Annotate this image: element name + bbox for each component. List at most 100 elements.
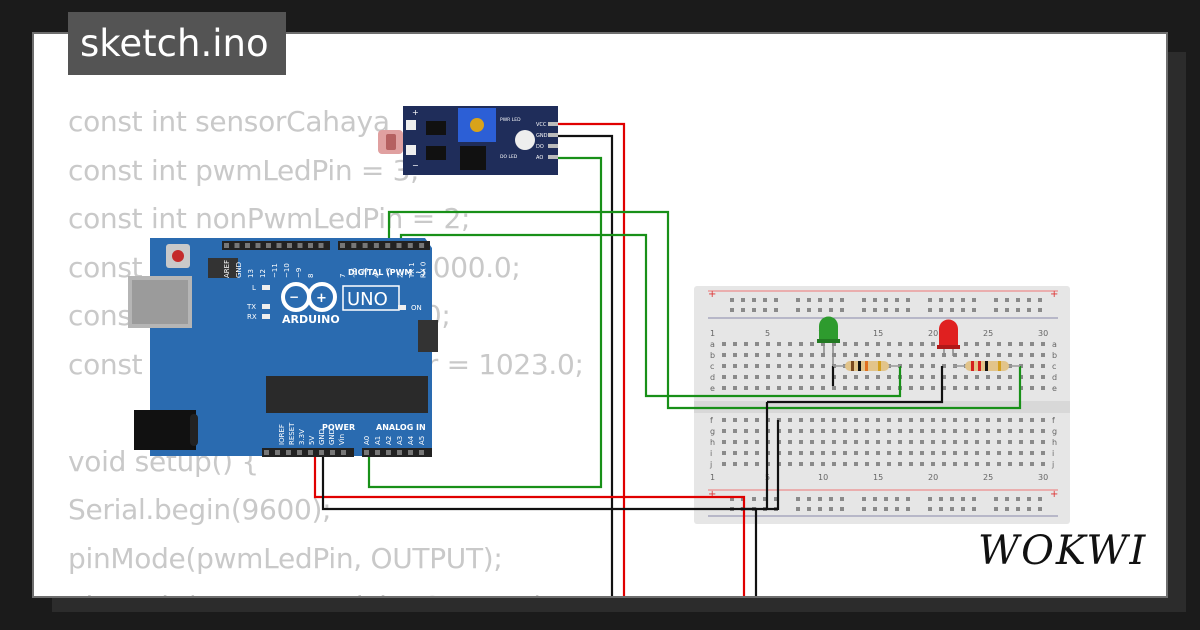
on-led-label: ON [411, 304, 422, 312]
digital-pin-label: 12 [259, 269, 267, 278]
power-pin-label: GND [328, 429, 336, 445]
header-pin[interactable] [407, 243, 413, 248]
breadboard-hole [953, 386, 957, 390]
breadboard-hole [950, 507, 954, 511]
power-label: POWER [322, 423, 355, 432]
breadboard-hole [733, 440, 737, 444]
row-letter: h [1052, 438, 1057, 447]
breadboard-hole [950, 298, 954, 302]
breadboard-hole [766, 386, 770, 390]
breadboard-hole [788, 386, 792, 390]
wire-black [321, 455, 758, 596]
wire-green [399, 233, 902, 398]
resistor[interactable] [833, 361, 900, 371]
header-pin[interactable] [234, 243, 240, 248]
breadboard-hole [777, 364, 781, 368]
header-pin[interactable] [385, 243, 391, 248]
breadboard[interactable]: + + + + 1 5 10 15 20 25 30 1 5 10 15 20 … [694, 286, 1070, 524]
header-pin[interactable] [287, 243, 292, 248]
header-pin[interactable] [419, 450, 424, 455]
header-pin[interactable] [397, 450, 402, 455]
header-pin[interactable] [375, 450, 380, 455]
breadboard-hole [733, 353, 737, 357]
breadboard-hole [909, 440, 913, 444]
breadboard-hole [895, 497, 899, 501]
header-pin[interactable] [245, 243, 250, 248]
resistor[interactable] [953, 361, 1020, 371]
breadboard-hole [909, 364, 913, 368]
header-pin[interactable] [396, 243, 402, 248]
rail-plus-label: + [708, 489, 716, 500]
header-pin[interactable] [362, 243, 368, 248]
header-pin[interactable] [264, 450, 269, 455]
breadboard-hole [1030, 418, 1034, 422]
breadboard-hole [733, 375, 737, 379]
breadboard-hole [928, 507, 932, 511]
breadboard-hole [898, 342, 902, 346]
breadboard-hole [766, 342, 770, 346]
header-pin[interactable] [408, 450, 413, 455]
digital-pin-label: 4 [374, 273, 382, 278]
breadboard-hole [821, 375, 825, 379]
header-pin[interactable] [308, 243, 313, 248]
header-pin[interactable] [297, 243, 303, 248]
column-number: 10 [818, 473, 828, 482]
green-led[interactable] [817, 316, 840, 367]
breadboard-hole [733, 342, 737, 346]
breadboard-hole [832, 451, 836, 455]
header-pin[interactable] [224, 243, 229, 248]
sketch-file-tab[interactable]: sketch.ino [68, 12, 286, 75]
breadboard-hole [953, 353, 957, 357]
header-pin[interactable] [351, 243, 357, 248]
breadboard-hole [788, 440, 792, 444]
header-pin[interactable] [340, 243, 345, 248]
breadboard-hole [986, 375, 990, 379]
header-pin[interactable] [330, 450, 335, 455]
breadboard-hole [722, 386, 726, 390]
breadboard-hole [898, 462, 902, 466]
analog-pin-label: A2 [385, 436, 393, 445]
breadboard-hole [755, 364, 759, 368]
header-pin[interactable] [276, 243, 282, 248]
header-pin[interactable] [318, 243, 324, 248]
sensor-pin-label: VCC [536, 122, 547, 128]
breadboard-hole [1041, 451, 1045, 455]
breadboard-hole [942, 462, 946, 466]
header-pin[interactable] [255, 243, 261, 248]
breadboard-hole [975, 429, 979, 433]
breadboard-hole [920, 342, 924, 346]
sensor-pin-label: AO [536, 155, 543, 161]
breadboard-hole [1016, 497, 1020, 501]
breadboard-hole [920, 451, 924, 455]
code-editor-background: const int sensorCahaya const int pwmLedP… [68, 98, 584, 596]
ldr-sensor-module[interactable]: + − PWR LED DO LED VCC GND DO AO [378, 106, 558, 175]
breadboard-hole [832, 440, 836, 444]
column-number: 1 [710, 329, 715, 338]
header-pin[interactable] [308, 450, 313, 455]
header-pin[interactable] [419, 243, 425, 248]
breadboard-hole [920, 386, 924, 390]
column-number: 30 [1038, 473, 1048, 482]
header-pin[interactable] [341, 450, 346, 455]
breadboard-hole [722, 451, 726, 455]
header-pin[interactable] [275, 450, 280, 455]
header-pin[interactable] [266, 243, 271, 248]
breadboard-hole [939, 308, 943, 312]
arduino-uno-board[interactable]: − + ARDUINO UNO ON L TX RX DIGITAL (PWM … [128, 238, 438, 457]
power-pin-label: 5V [308, 436, 316, 445]
header-pin[interactable] [364, 450, 369, 455]
header-pin[interactable] [319, 450, 324, 455]
breadboard-hole [766, 364, 770, 368]
breadboard-hole [1041, 429, 1045, 433]
red-led[interactable] [937, 319, 960, 357]
header-pin[interactable] [286, 450, 291, 455]
breadboard-hole [909, 418, 913, 422]
header-pin[interactable] [373, 243, 379, 248]
breadboard-hole [1008, 353, 1012, 357]
header-pin[interactable] [386, 450, 391, 455]
breadboard-hole [733, 451, 737, 455]
header-pin[interactable] [297, 450, 302, 455]
breadboard-hole [840, 308, 844, 312]
breadboard-hole [895, 298, 899, 302]
row-letter: i [710, 449, 712, 458]
